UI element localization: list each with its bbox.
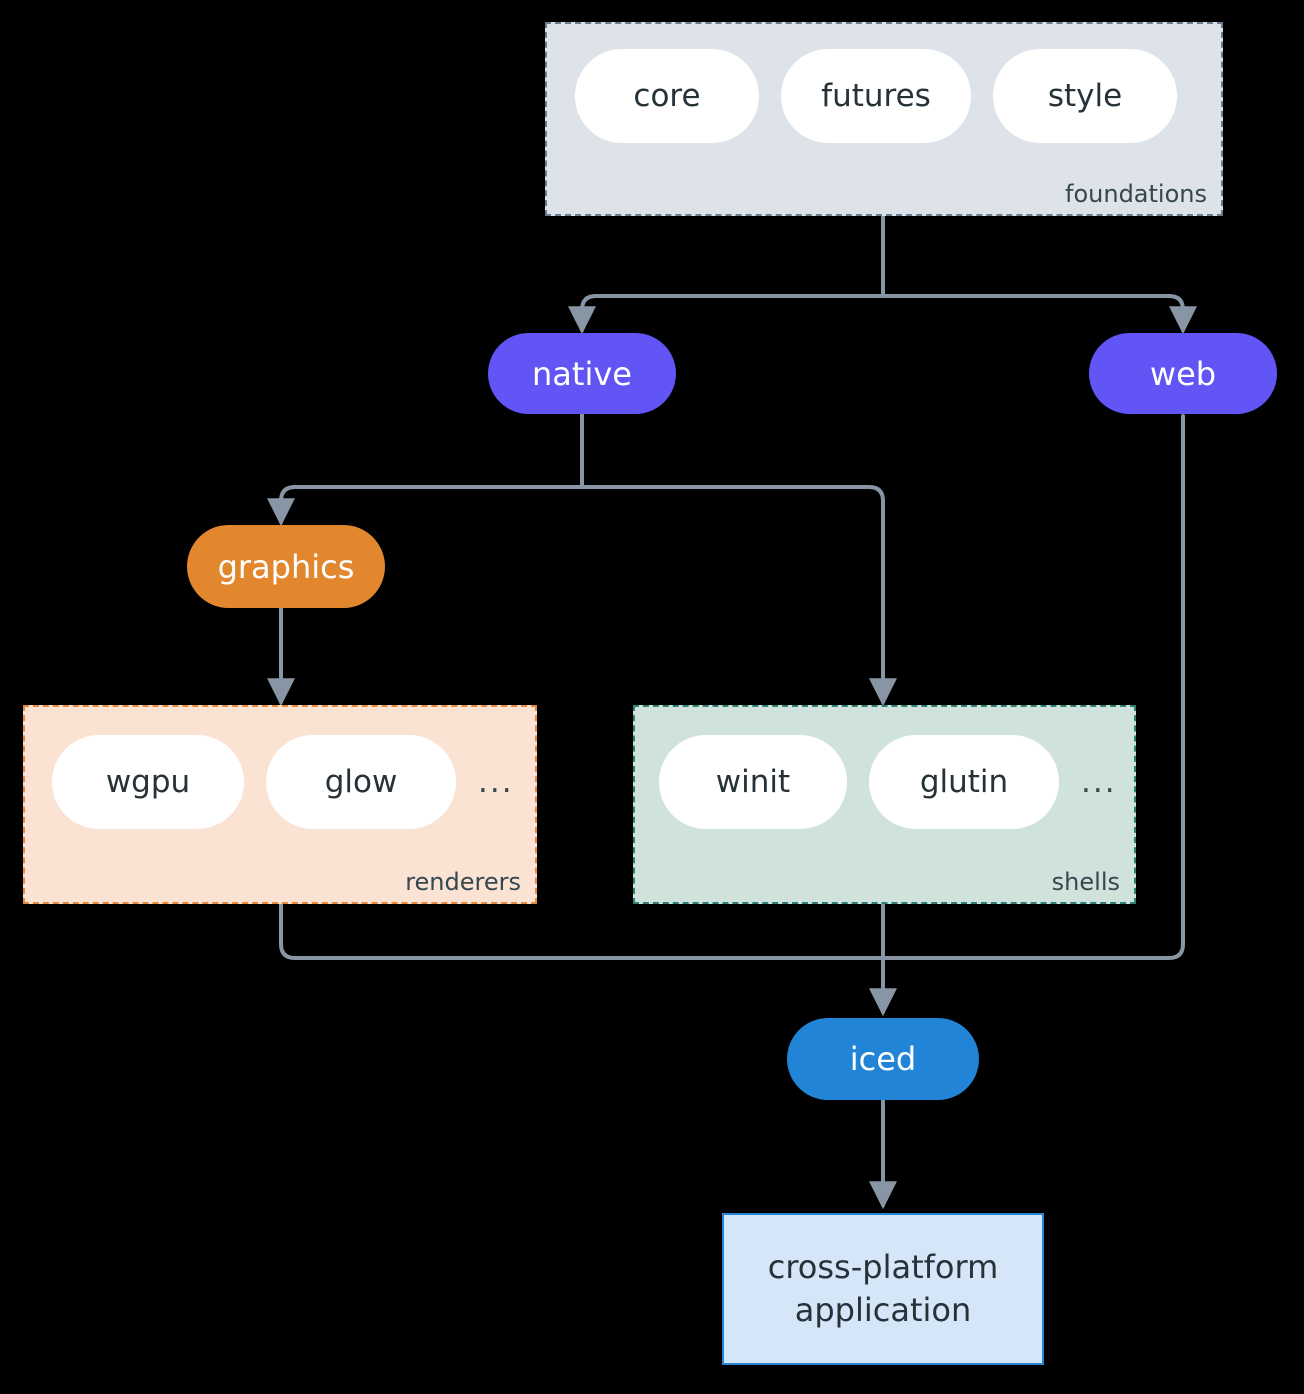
chip-style[interactable]: style (993, 49, 1177, 143)
shells-more-ellipsis: ... (1081, 763, 1117, 800)
application-label-line2: application (794, 1291, 972, 1329)
node-native-label: native (532, 354, 632, 393)
chip-wgpu-label: wgpu (105, 764, 191, 800)
chip-core-label: core (633, 78, 701, 114)
chip-core[interactable]: core (575, 49, 759, 143)
group-shells-label: shells (1051, 868, 1120, 896)
node-iced-label: iced (849, 1040, 917, 1078)
chip-glutin-label: glutin (919, 764, 1009, 800)
group-renderers: wgpu glow ... renderers (23, 705, 537, 904)
chip-winit-label: winit (715, 764, 791, 800)
chip-wgpu[interactable]: wgpu (52, 735, 244, 829)
chip-style-label: style (1047, 78, 1123, 114)
node-application[interactable]: cross-platform application (722, 1213, 1044, 1365)
renderers-more-ellipsis: ... (478, 763, 514, 800)
chip-futures[interactable]: futures (781, 49, 971, 143)
node-web[interactable]: web (1089, 333, 1277, 414)
chip-glow[interactable]: glow (266, 735, 456, 829)
group-foundations: core futures style foundations (545, 22, 1223, 216)
node-graphics[interactable]: graphics (187, 525, 385, 608)
group-renderers-label: renderers (405, 868, 521, 896)
node-graphics-label: graphics (217, 547, 355, 586)
chip-glow-label: glow (324, 764, 398, 800)
chip-glutin[interactable]: glutin (869, 735, 1059, 829)
chip-winit[interactable]: winit (659, 735, 847, 829)
node-iced[interactable]: iced (787, 1018, 979, 1100)
group-shells: winit glutin ... shells (633, 705, 1136, 904)
chip-futures-label: futures (821, 78, 931, 114)
node-web-label: web (1149, 354, 1217, 393)
group-foundations-label: foundations (1065, 180, 1207, 208)
node-native[interactable]: native (488, 333, 676, 414)
application-label-line1: cross-platform (767, 1247, 999, 1286)
